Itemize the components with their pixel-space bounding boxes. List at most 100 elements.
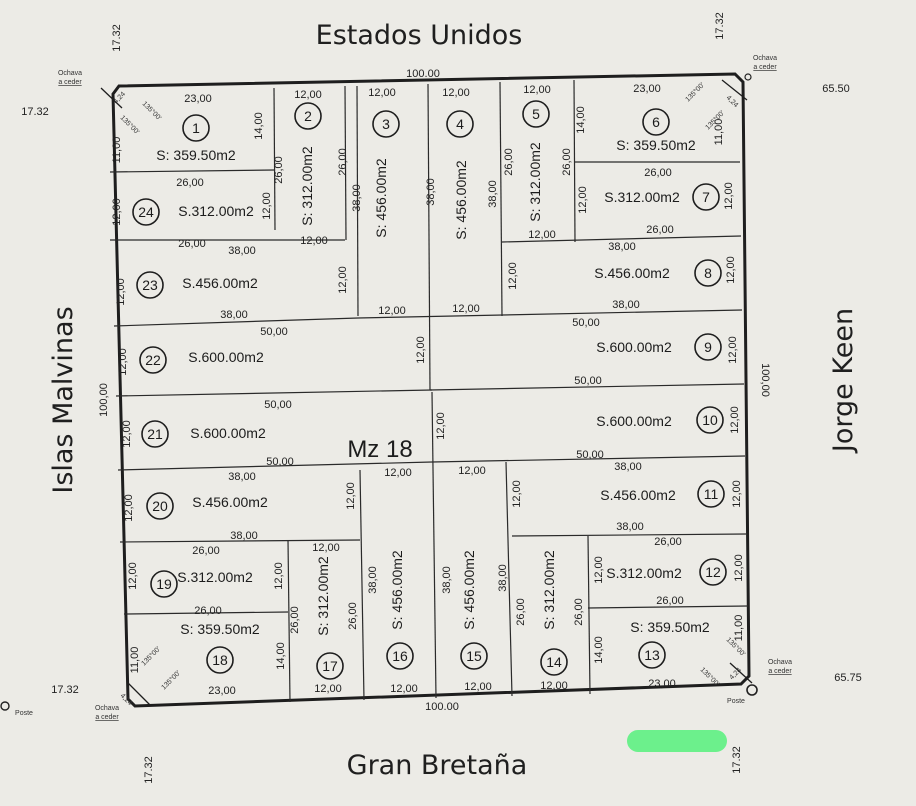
lot-21: 21 xyxy=(141,420,169,448)
dimension-label: 12,00 xyxy=(294,89,322,101)
dimension-label: 50,00 xyxy=(574,375,602,387)
lot-6: 6 xyxy=(642,108,670,136)
edge-tr-vertical: 17.32 xyxy=(714,12,726,40)
dimension-label: 12,00 xyxy=(337,266,349,294)
lot-number-circle xyxy=(696,406,724,434)
dimension-label: 26,00 xyxy=(194,605,222,617)
dimension-label: 26,00 xyxy=(646,224,674,236)
dimension-label: 26,00 xyxy=(178,238,206,250)
lot-number-text: 2 xyxy=(304,108,312,124)
lot-area-text: S: 359.50m2 xyxy=(616,137,696,153)
lot-number-circle xyxy=(150,570,178,598)
lot-number-circle xyxy=(372,110,400,138)
lot-number-text: 7 xyxy=(702,189,710,205)
dimension-label: 38,00 xyxy=(616,521,644,533)
dimension-label: 26,00 xyxy=(192,545,220,557)
lot-number-text: 20 xyxy=(152,498,168,514)
lot-number-circle xyxy=(182,114,210,142)
edge-br-right: 65.75 xyxy=(834,672,862,684)
lot-number-circle xyxy=(136,271,164,299)
lot-number-text: 4 xyxy=(456,116,464,132)
dimension-label: 50,00 xyxy=(572,317,600,329)
dimension-label: 38,00 xyxy=(351,184,363,212)
dimension-label: 26,00 xyxy=(347,602,359,630)
lot-number-circle xyxy=(139,346,167,374)
dimension-label: 12,00 xyxy=(121,420,133,448)
dimension-label: 12,00 xyxy=(507,262,519,290)
lot-number-text: 19 xyxy=(156,576,172,592)
lot-number-text: 10 xyxy=(702,412,718,428)
dimension-label: 26,00 xyxy=(503,148,515,176)
dimension-label: 38,00 xyxy=(228,471,256,483)
lot-area-text: S.600.00m2 xyxy=(596,339,672,355)
dimension-label: 12,00 xyxy=(727,336,739,364)
block-outline xyxy=(111,72,751,708)
dimension-label: 12,00 xyxy=(725,256,737,284)
dimension-label: 38,00 xyxy=(608,241,636,253)
dimension-label: 50,00 xyxy=(260,326,288,338)
lot-area-text: S: 359.50m2 xyxy=(180,621,260,637)
dimension-label: 23,00 xyxy=(648,678,676,690)
lot-area-text: S.600.00m2 xyxy=(596,413,672,429)
lot-number-text: 5 xyxy=(532,106,540,122)
corner-bl-ochava: Ochava xyxy=(95,705,119,712)
block-dim-top: 100.00 xyxy=(406,68,440,80)
lot-number-text: 3 xyxy=(382,116,390,132)
edge-br-vertical: 17.32 xyxy=(731,746,743,774)
dimension-label: 12,00 xyxy=(273,562,285,590)
edge-tr-right: 65.50 xyxy=(822,83,850,95)
lot-number-text: 11 xyxy=(704,486,719,502)
street-right: Jorge Keen xyxy=(828,308,859,454)
lot-area-text: S: 359.50m2 xyxy=(630,619,710,635)
lot-number-text: 8 xyxy=(704,265,712,281)
lot-5: 5 xyxy=(522,100,550,128)
lot-4: 4 xyxy=(446,110,474,138)
highlight-mark xyxy=(627,730,727,752)
dimension-label: 12,00 xyxy=(442,87,470,99)
lot-number-text: 1 xyxy=(192,120,200,136)
dimension-label: 38,00 xyxy=(220,309,248,321)
dimension-label: 12,00 xyxy=(729,406,741,434)
dimension-label: 14,00 xyxy=(253,112,265,140)
lot-22: 22 xyxy=(139,346,167,374)
lot-14: 14 xyxy=(540,648,568,676)
corner-tl-ochava: Ochava xyxy=(58,70,82,77)
dimension-label: 14,00 xyxy=(275,642,287,670)
edge-tl-vertical: 17.32 xyxy=(111,24,123,52)
lot-area-text: S: 312.00m2 xyxy=(527,142,543,222)
edge-bl-left: 17.32 xyxy=(51,684,79,696)
post-bl-marker xyxy=(0,701,10,711)
dimension-label: 12,00 xyxy=(723,182,735,210)
lot-16: 16 xyxy=(386,642,414,670)
lot-number-text: 13 xyxy=(644,647,660,663)
lot-area-text: S: 359.50m2 xyxy=(156,147,236,163)
dimension-label: 12,00 xyxy=(368,87,396,99)
lot-number-text: 17 xyxy=(322,658,338,674)
corner-tr-aceder: a ceder xyxy=(753,64,777,71)
dimension-label: 26,00 xyxy=(656,595,684,607)
edge-tl-left: 17.32 xyxy=(21,106,49,118)
dimension-label: 12,00 xyxy=(111,198,123,226)
lot-number-circle xyxy=(460,642,488,670)
lot-number-text: 9 xyxy=(704,339,712,355)
lot-area-text: S.600.00m2 xyxy=(190,425,266,441)
dimension-label: 38,00 xyxy=(614,461,642,473)
street-top: Estados Unidos xyxy=(316,20,523,51)
dimension-label: 26,00 xyxy=(273,156,285,184)
block-dim-bottom: 100.00 xyxy=(425,701,459,713)
lot-number-circle xyxy=(446,110,474,138)
dimension-label: 50,00 xyxy=(576,449,604,461)
lot-area-text: S.456.00m2 xyxy=(182,275,258,291)
dimension-label: 12,00 xyxy=(261,192,273,220)
lot-area-text: S: 456.00m2 xyxy=(453,160,469,240)
lot-17: 17 xyxy=(316,652,344,680)
lot-number-text: 12 xyxy=(705,564,721,580)
dimension-label: 38,00 xyxy=(367,566,379,594)
dimension-label: 38,00 xyxy=(487,180,499,208)
lot-number-circle xyxy=(642,108,670,136)
block-dim-left: 100,00 xyxy=(98,383,110,417)
dimension-label: 12,00 xyxy=(384,467,412,479)
lot-13: 13 xyxy=(638,641,666,669)
dimension-label: 38,00 xyxy=(228,245,256,257)
